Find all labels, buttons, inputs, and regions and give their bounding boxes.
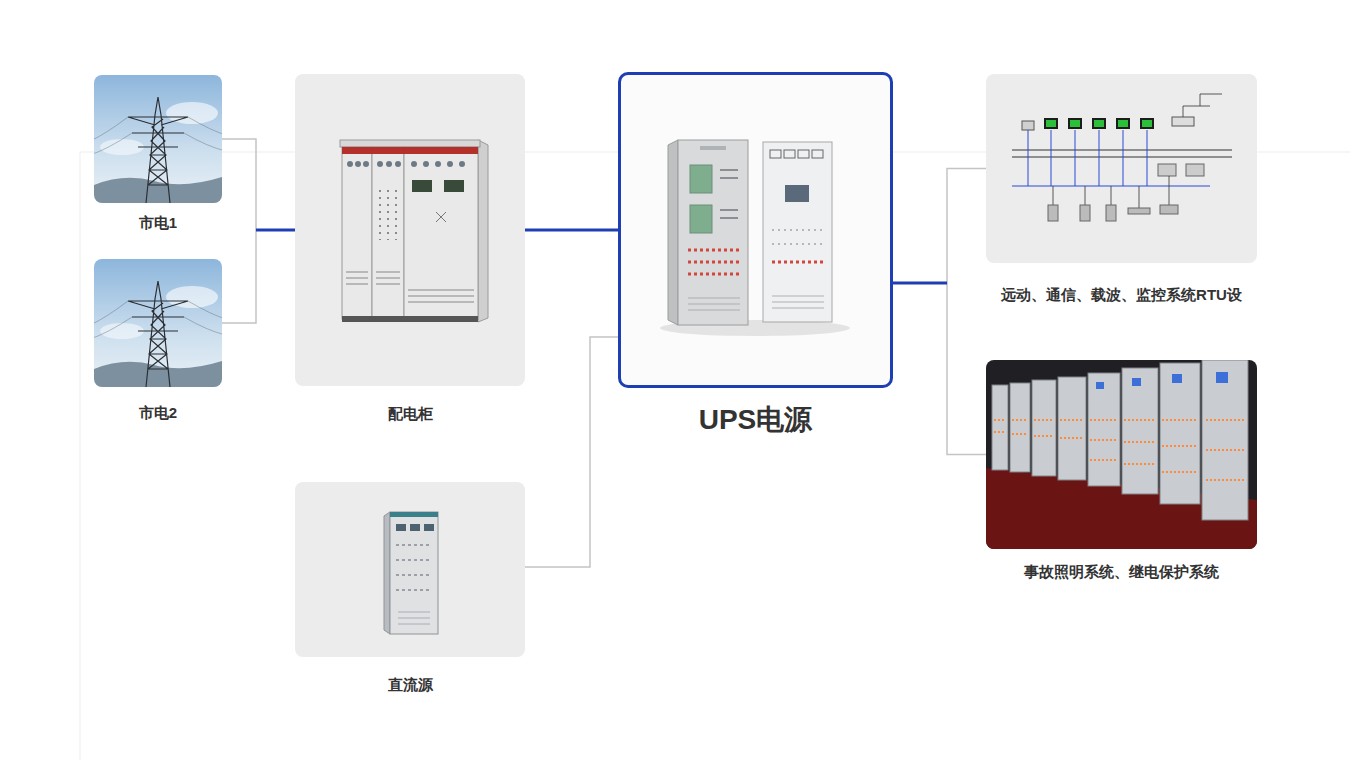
teal-strip: [390, 512, 438, 517]
connector-line: [222, 139, 295, 230]
grid-source-card: 市电1: [94, 75, 222, 203]
connector-line: [525, 229, 618, 232]
breakers: [772, 261, 824, 264]
device-icon: [1106, 205, 1116, 221]
ups-cabinet-art: [668, 140, 832, 325]
equipment-room-photo: [986, 360, 1257, 549]
tower-photo: [94, 259, 222, 387]
wire: [1053, 176, 1169, 208]
dc-source-card: 直流源: [295, 482, 525, 657]
drop-line: [1028, 130, 1147, 186]
buttons: [720, 170, 738, 218]
node-label: 直流源: [388, 676, 433, 694]
cabinet-side: [478, 140, 488, 322]
red-strip: [342, 147, 478, 154]
room: [986, 360, 1257, 549]
display: [412, 180, 432, 192]
cabinet-side: [384, 512, 390, 634]
bus-line: [1012, 150, 1232, 157]
vents: [688, 298, 740, 310]
vents: [346, 272, 474, 302]
panel-module: [690, 205, 712, 233]
screens: [1096, 372, 1228, 389]
indicator-dots: [380, 190, 396, 240]
card-ground: [295, 482, 525, 657]
meter: [798, 150, 809, 158]
handle: [436, 212, 446, 222]
device-icon: [1128, 208, 1150, 214]
ups-card: UPS电源: [618, 72, 893, 388]
cabinet-panel: [372, 147, 404, 319]
connector-line: [525, 337, 618, 567]
tower-photo: [94, 75, 222, 203]
cabinet-panel: [342, 147, 372, 319]
meters: [347, 161, 465, 167]
connector-line: [893, 169, 986, 284]
cabinet-panel: [404, 147, 478, 319]
network-diagram-art: [1012, 94, 1232, 221]
device-icon: [1160, 205, 1178, 214]
vents: [772, 296, 824, 308]
router-icon: [1172, 117, 1194, 126]
cabinet-cap: [340, 140, 480, 147]
card-ground: [295, 74, 525, 386]
wire: [1183, 94, 1222, 117]
connector-line: [893, 283, 986, 455]
panel-module: [690, 165, 712, 193]
meter: [770, 150, 781, 158]
node-label: 事故照明系统、继电保护系统: [1024, 563, 1219, 581]
switchgear-card: 配电柜: [295, 74, 525, 386]
cabinet-body: [763, 142, 832, 322]
load-card: 远动、通信、载波、监控系统RTU设: [986, 74, 1257, 263]
nameplate: [700, 146, 726, 150]
node-label: 远动、通信、载波、监控系统RTU设: [1001, 286, 1242, 304]
connector-line: [222, 230, 295, 323]
main-label: UPS电源: [699, 403, 813, 437]
display: [410, 524, 420, 531]
grid-source-card: 市电2: [94, 259, 222, 387]
cabinet-side: [668, 140, 678, 325]
node-label: 配电柜: [388, 405, 433, 423]
grid-line: [80, 152, 81, 760]
breakers: [688, 250, 740, 274]
cabinet-body: [390, 512, 438, 634]
node-label: 市电1: [139, 214, 177, 232]
meter: [784, 150, 795, 158]
dc-cabinet-art: [384, 512, 438, 634]
node-label: 市电2: [139, 404, 177, 422]
cabinet-body: [678, 140, 748, 325]
ups-icon: [1022, 121, 1034, 130]
display: [444, 180, 464, 192]
vents: [398, 612, 430, 624]
device-icon: [1048, 205, 1058, 221]
cabinet-base: [342, 316, 478, 322]
load-card: 事故照明系统、继电保护系统: [986, 360, 1257, 549]
switches: [772, 230, 824, 244]
blue-trunk: [256, 229, 295, 232]
blue-trunk: [893, 282, 947, 285]
screen: [785, 185, 809, 202]
device-icon: [1186, 164, 1204, 176]
card-ground: [618, 72, 893, 388]
display: [396, 524, 406, 531]
cabinet-row: [992, 360, 1248, 520]
card-ground: [986, 74, 1257, 263]
device-icon: [1158, 164, 1176, 176]
switchgear-art: [340, 140, 488, 322]
led-rows: [994, 420, 1244, 480]
monitors: [1044, 118, 1154, 129]
module-rows: [396, 545, 432, 590]
display: [424, 524, 434, 531]
device-icon: [1080, 205, 1090, 221]
meter: [812, 150, 823, 158]
